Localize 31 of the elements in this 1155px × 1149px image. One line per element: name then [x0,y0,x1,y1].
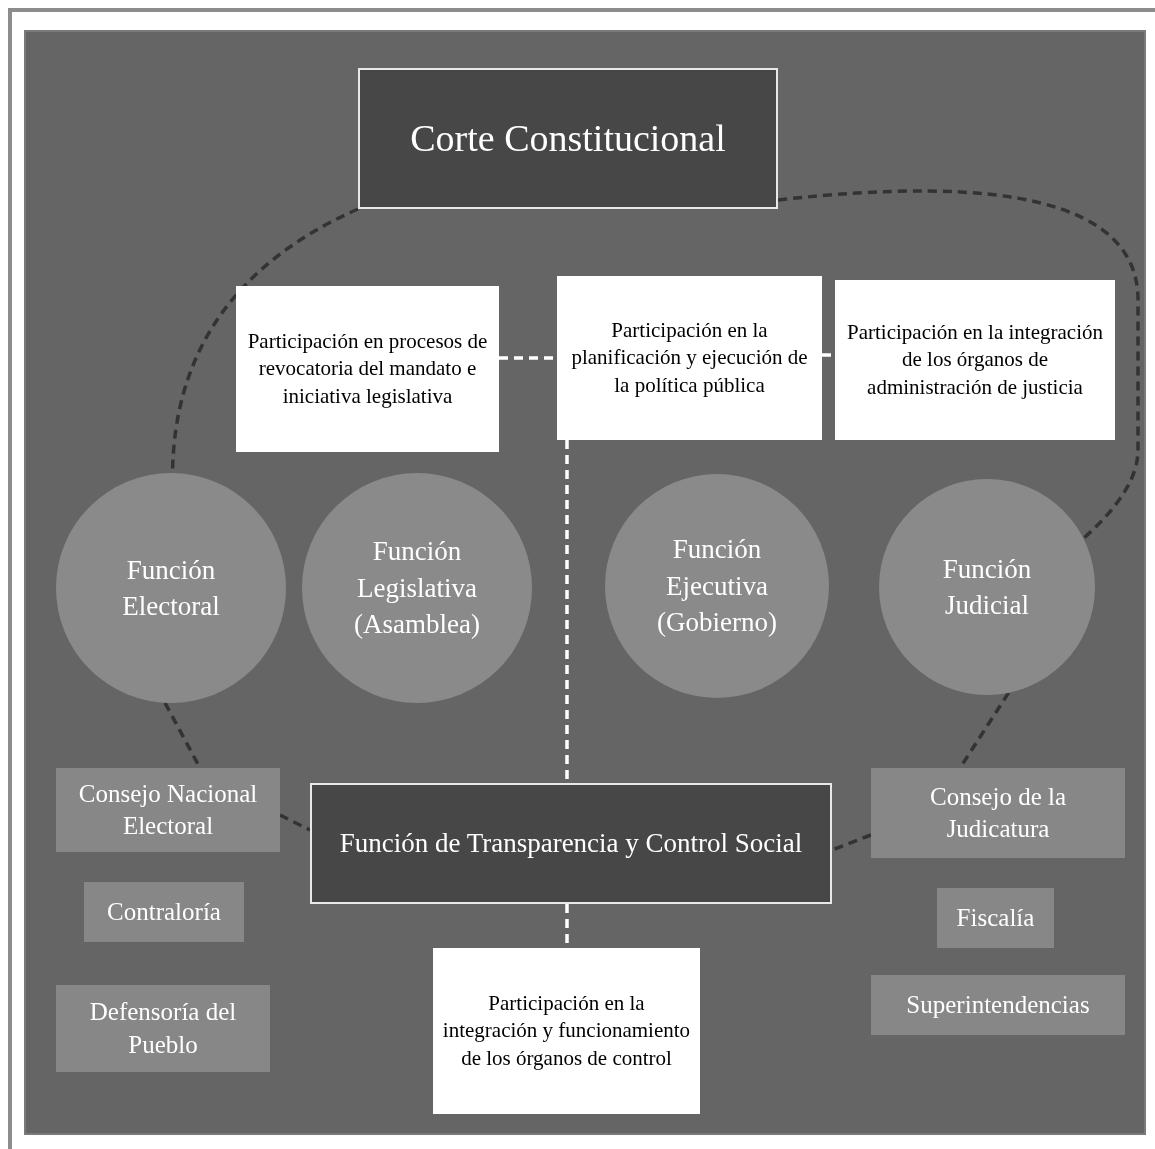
node-label: Corte Constitucional [410,116,726,161]
node-label: Participación en la planificación y ejecución de la política pública [570,317,809,399]
node-label: Participación en la integración de los órganos de administración de justicia [846,319,1104,401]
node-label: Superintendencias [906,989,1090,1020]
dashed-connector [777,189,1140,540]
node-label: Defensoría del Pueblo [88,997,238,1060]
node-label: Participación en la integración y funcionamiento de los órganos de control [441,990,692,1072]
dashed-connector [831,833,872,852]
institution-box [56,985,270,1072]
note-box [835,280,1115,440]
title-box [310,783,832,904]
title-box [358,68,778,209]
note-box [557,276,822,440]
institution-box [871,768,1125,858]
institution-box [937,888,1054,948]
node-label: Función de Transparencia y Control Social [339,827,803,861]
node-label: Consejo de la Judicatura [928,781,1068,844]
node-label: Función Electoral [121,553,221,623]
node-label: Consejo Nacional Electoral [77,778,259,841]
institution-box [84,882,244,942]
institution-box [56,768,280,852]
node-label: Función Legislativa (Asamblea) [353,535,481,642]
dashed-connector [279,813,311,832]
note-box [236,286,499,452]
node-label: Fiscalía [956,902,1035,933]
node-label: Función Judicial [941,552,1033,622]
institution-box [871,975,1125,1035]
node-label: Participación en procesos de revocatoria del mandato e iniciativa legislativa [246,328,489,410]
node-label: Contraloría [107,896,221,927]
note-box [433,948,700,1114]
node-label: Función Ejecutiva (Gobierno) [656,533,778,640]
